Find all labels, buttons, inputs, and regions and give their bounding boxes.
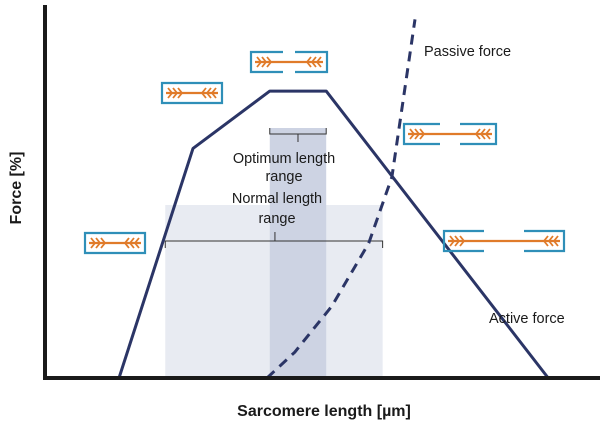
sarcomere-icon-longest [442,229,566,253]
active-force-line [117,89,550,379]
normal-range-label-line2: range [258,211,295,227]
sarcomere-icons [83,50,566,255]
x-axis-title: Sarcomere length [µm] [237,403,411,420]
optimum-length-range-band [269,128,327,376]
optimum-range-bracket [269,128,327,142]
sarcomere-icon-long [402,122,498,146]
sarcomere-icon-shortest [83,231,147,255]
active-force-label: Active force [489,311,565,327]
sarcomere-icon-short [160,81,224,105]
optimum-range-label-line2: range [265,169,302,185]
normal-range-bracket [164,232,384,248]
optimum-range-label: Optimum length [233,151,335,167]
passive-force-label: Passive force [424,44,511,60]
y-axis-title: Force [%] [8,152,25,225]
normal-range-label: Normal length [232,191,322,207]
sarcomere-icon-optimum [249,50,329,74]
